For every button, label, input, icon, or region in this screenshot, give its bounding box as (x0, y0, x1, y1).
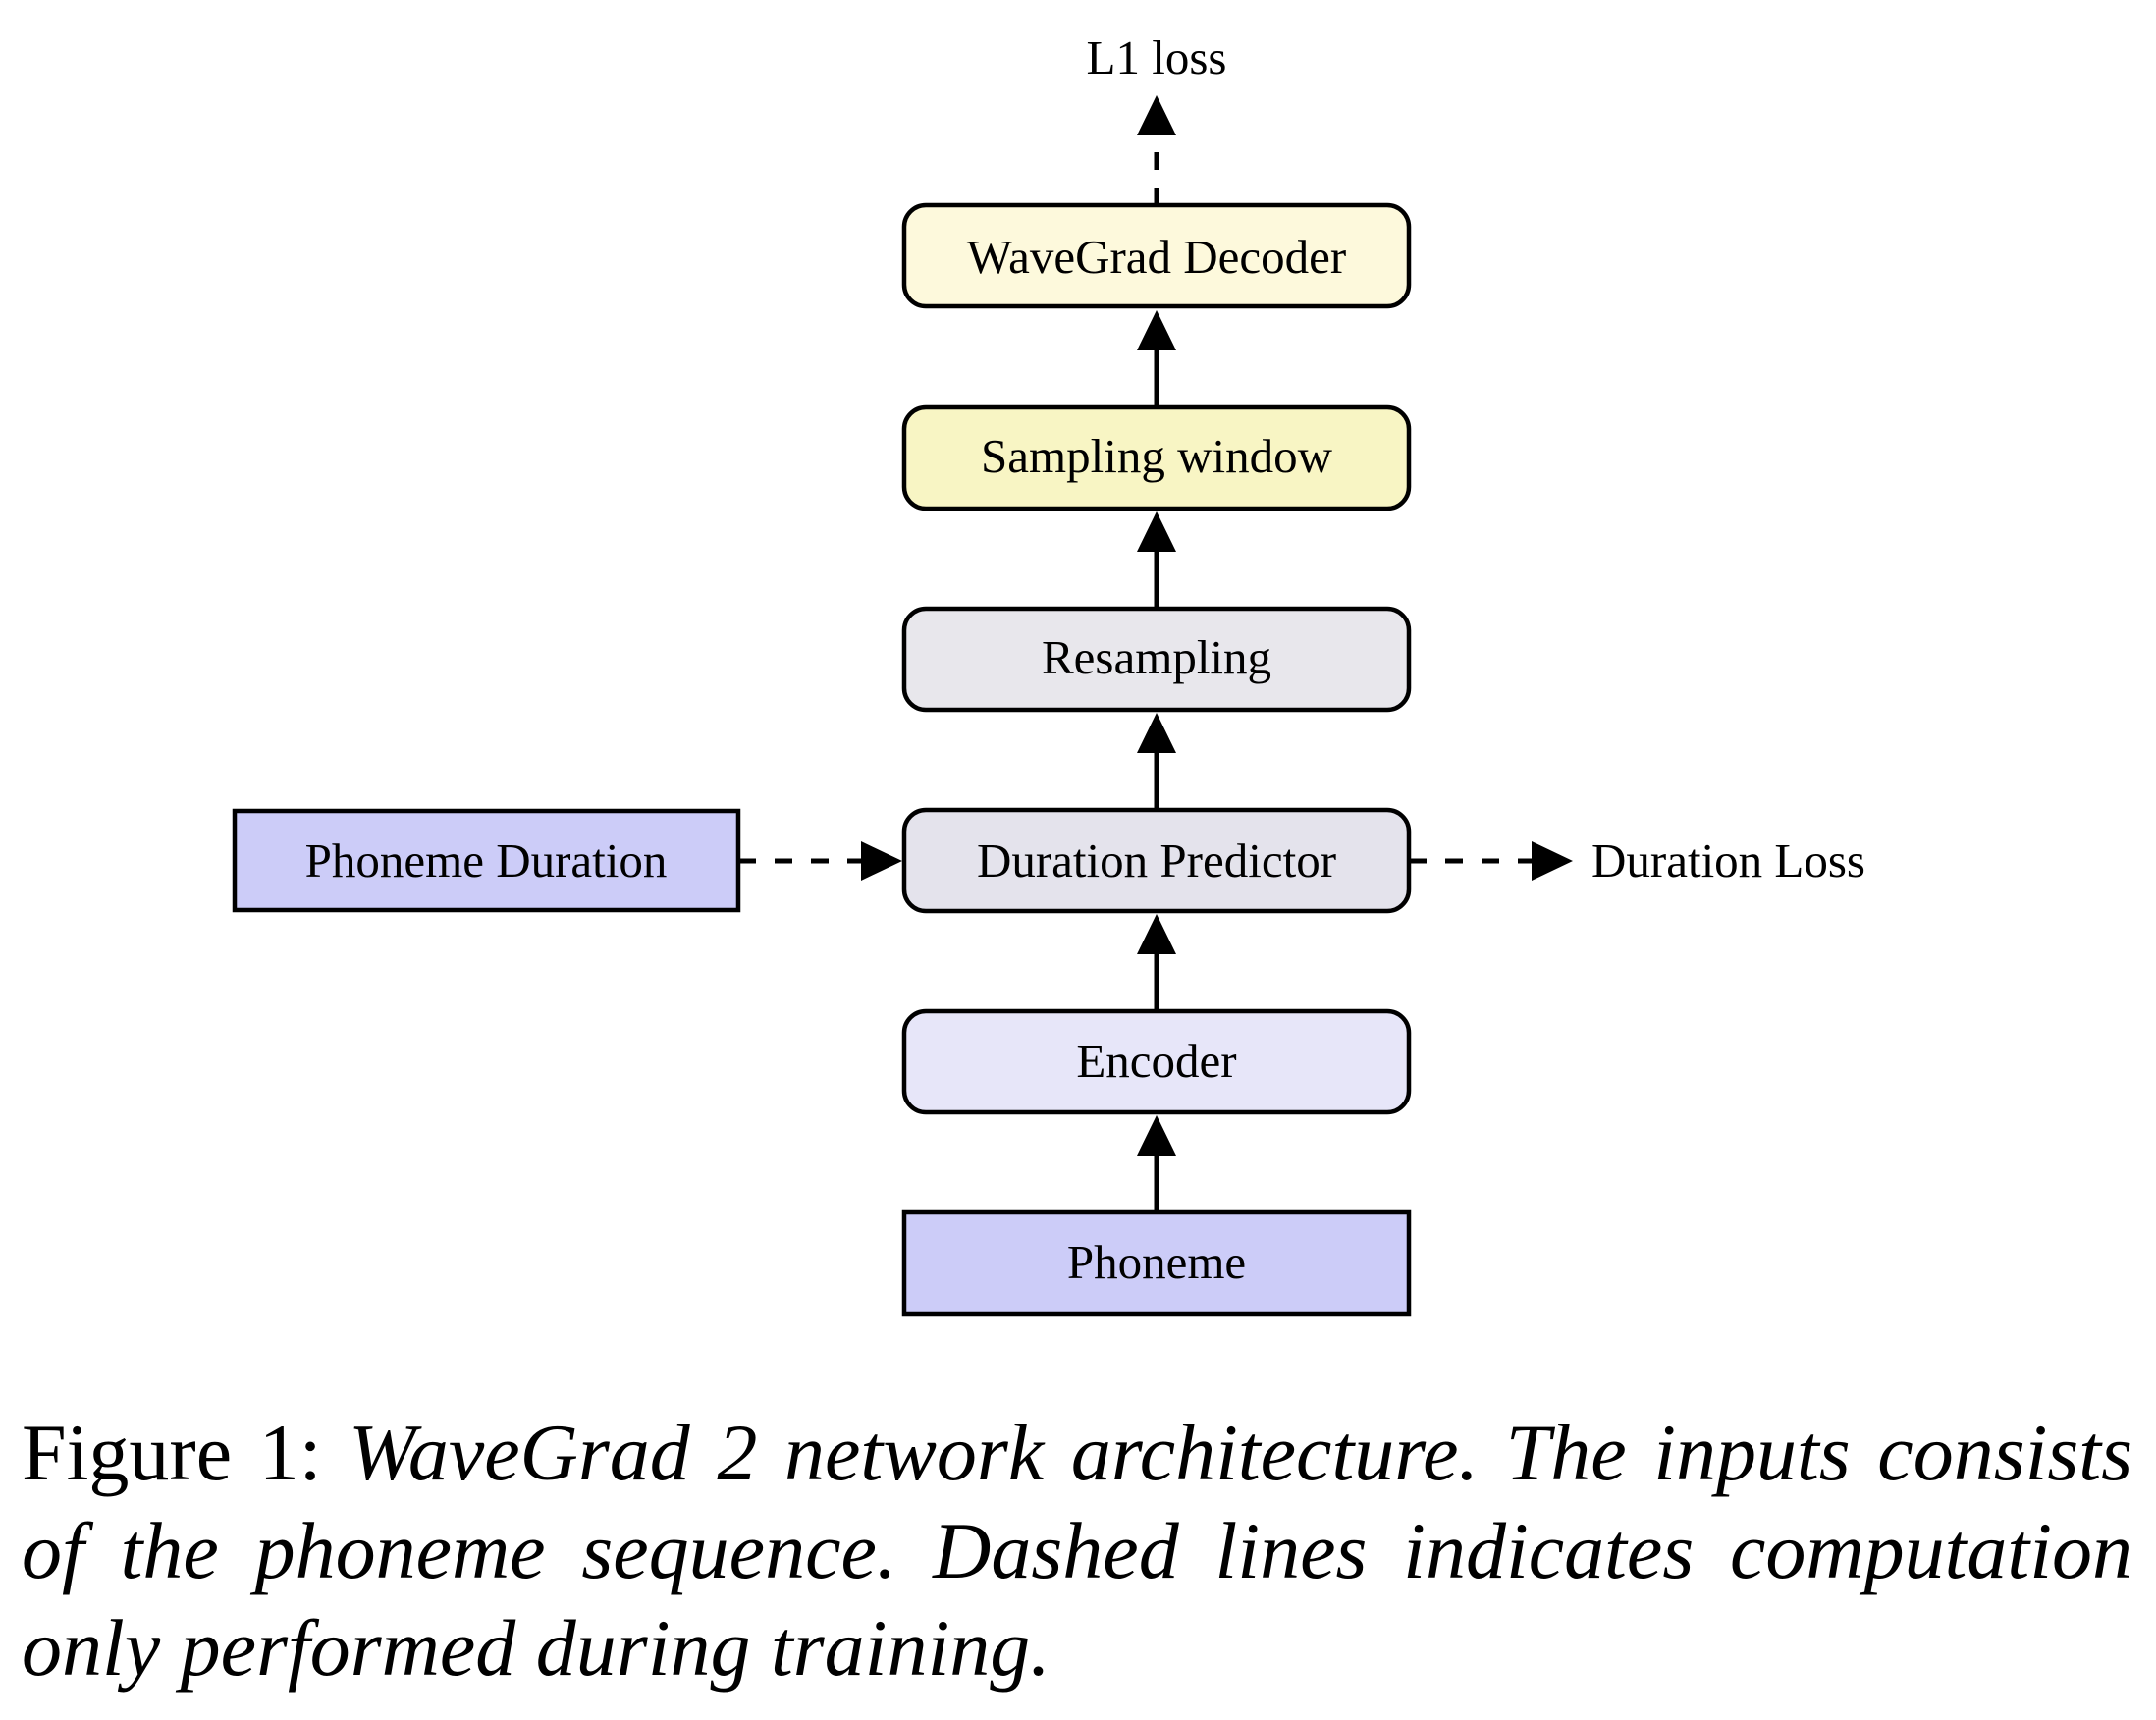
node-box (901, 807, 1412, 914)
arrowhead-icon (1137, 1115, 1176, 1156)
node-phoneme-duration: Phoneme Duration (232, 808, 741, 913)
arrowhead-icon (1137, 95, 1176, 135)
edges (738, 95, 1573, 1212)
node-box (232, 808, 741, 913)
node-phoneme: Phoneme (901, 1209, 1412, 1317)
node-resampling: Resampling (901, 606, 1412, 713)
node-box (901, 404, 1412, 511)
node-label: Phoneme Duration (305, 833, 668, 887)
figure-caption: Figure 1: WaveGrad 2 network architectur… (22, 1404, 2132, 1697)
l1-loss-label: L1 loss (1087, 30, 1227, 84)
arrowhead-icon (1137, 914, 1176, 954)
caption-body: WaveGrad 2 network architecture. The inp… (22, 1408, 2132, 1693)
node-encoder: Encoder (901, 1008, 1412, 1115)
node-label: Phoneme (1067, 1235, 1246, 1289)
arrowhead-icon (1137, 713, 1176, 753)
duration-loss-label: Duration Loss (1591, 833, 1865, 887)
node-box (901, 606, 1412, 713)
node-label: Resampling (1042, 630, 1271, 684)
caption-prefix: Figure 1: (22, 1408, 322, 1497)
arrowhead-icon (1137, 511, 1176, 552)
node-wavegrad-decoder: WaveGrad Decoder (901, 202, 1412, 309)
node-sampling-window: Sampling window (901, 404, 1412, 511)
arrowhead-icon (1137, 310, 1176, 350)
node-label: Duration Predictor (977, 833, 1336, 887)
arrowhead-icon (861, 841, 902, 881)
arrowhead-icon (1532, 841, 1573, 881)
node-label: WaveGrad Decoder (967, 230, 1346, 284)
node-box (901, 1209, 1412, 1317)
architecture-diagram: WaveGrad Decoder Sampling window Resampl… (232, 30, 1865, 1317)
node-box (901, 1008, 1412, 1115)
node-label: Sampling window (981, 429, 1333, 483)
node-box (901, 202, 1412, 309)
node-duration-predictor: Duration Predictor (901, 807, 1412, 914)
node-label: Encoder (1076, 1034, 1236, 1088)
